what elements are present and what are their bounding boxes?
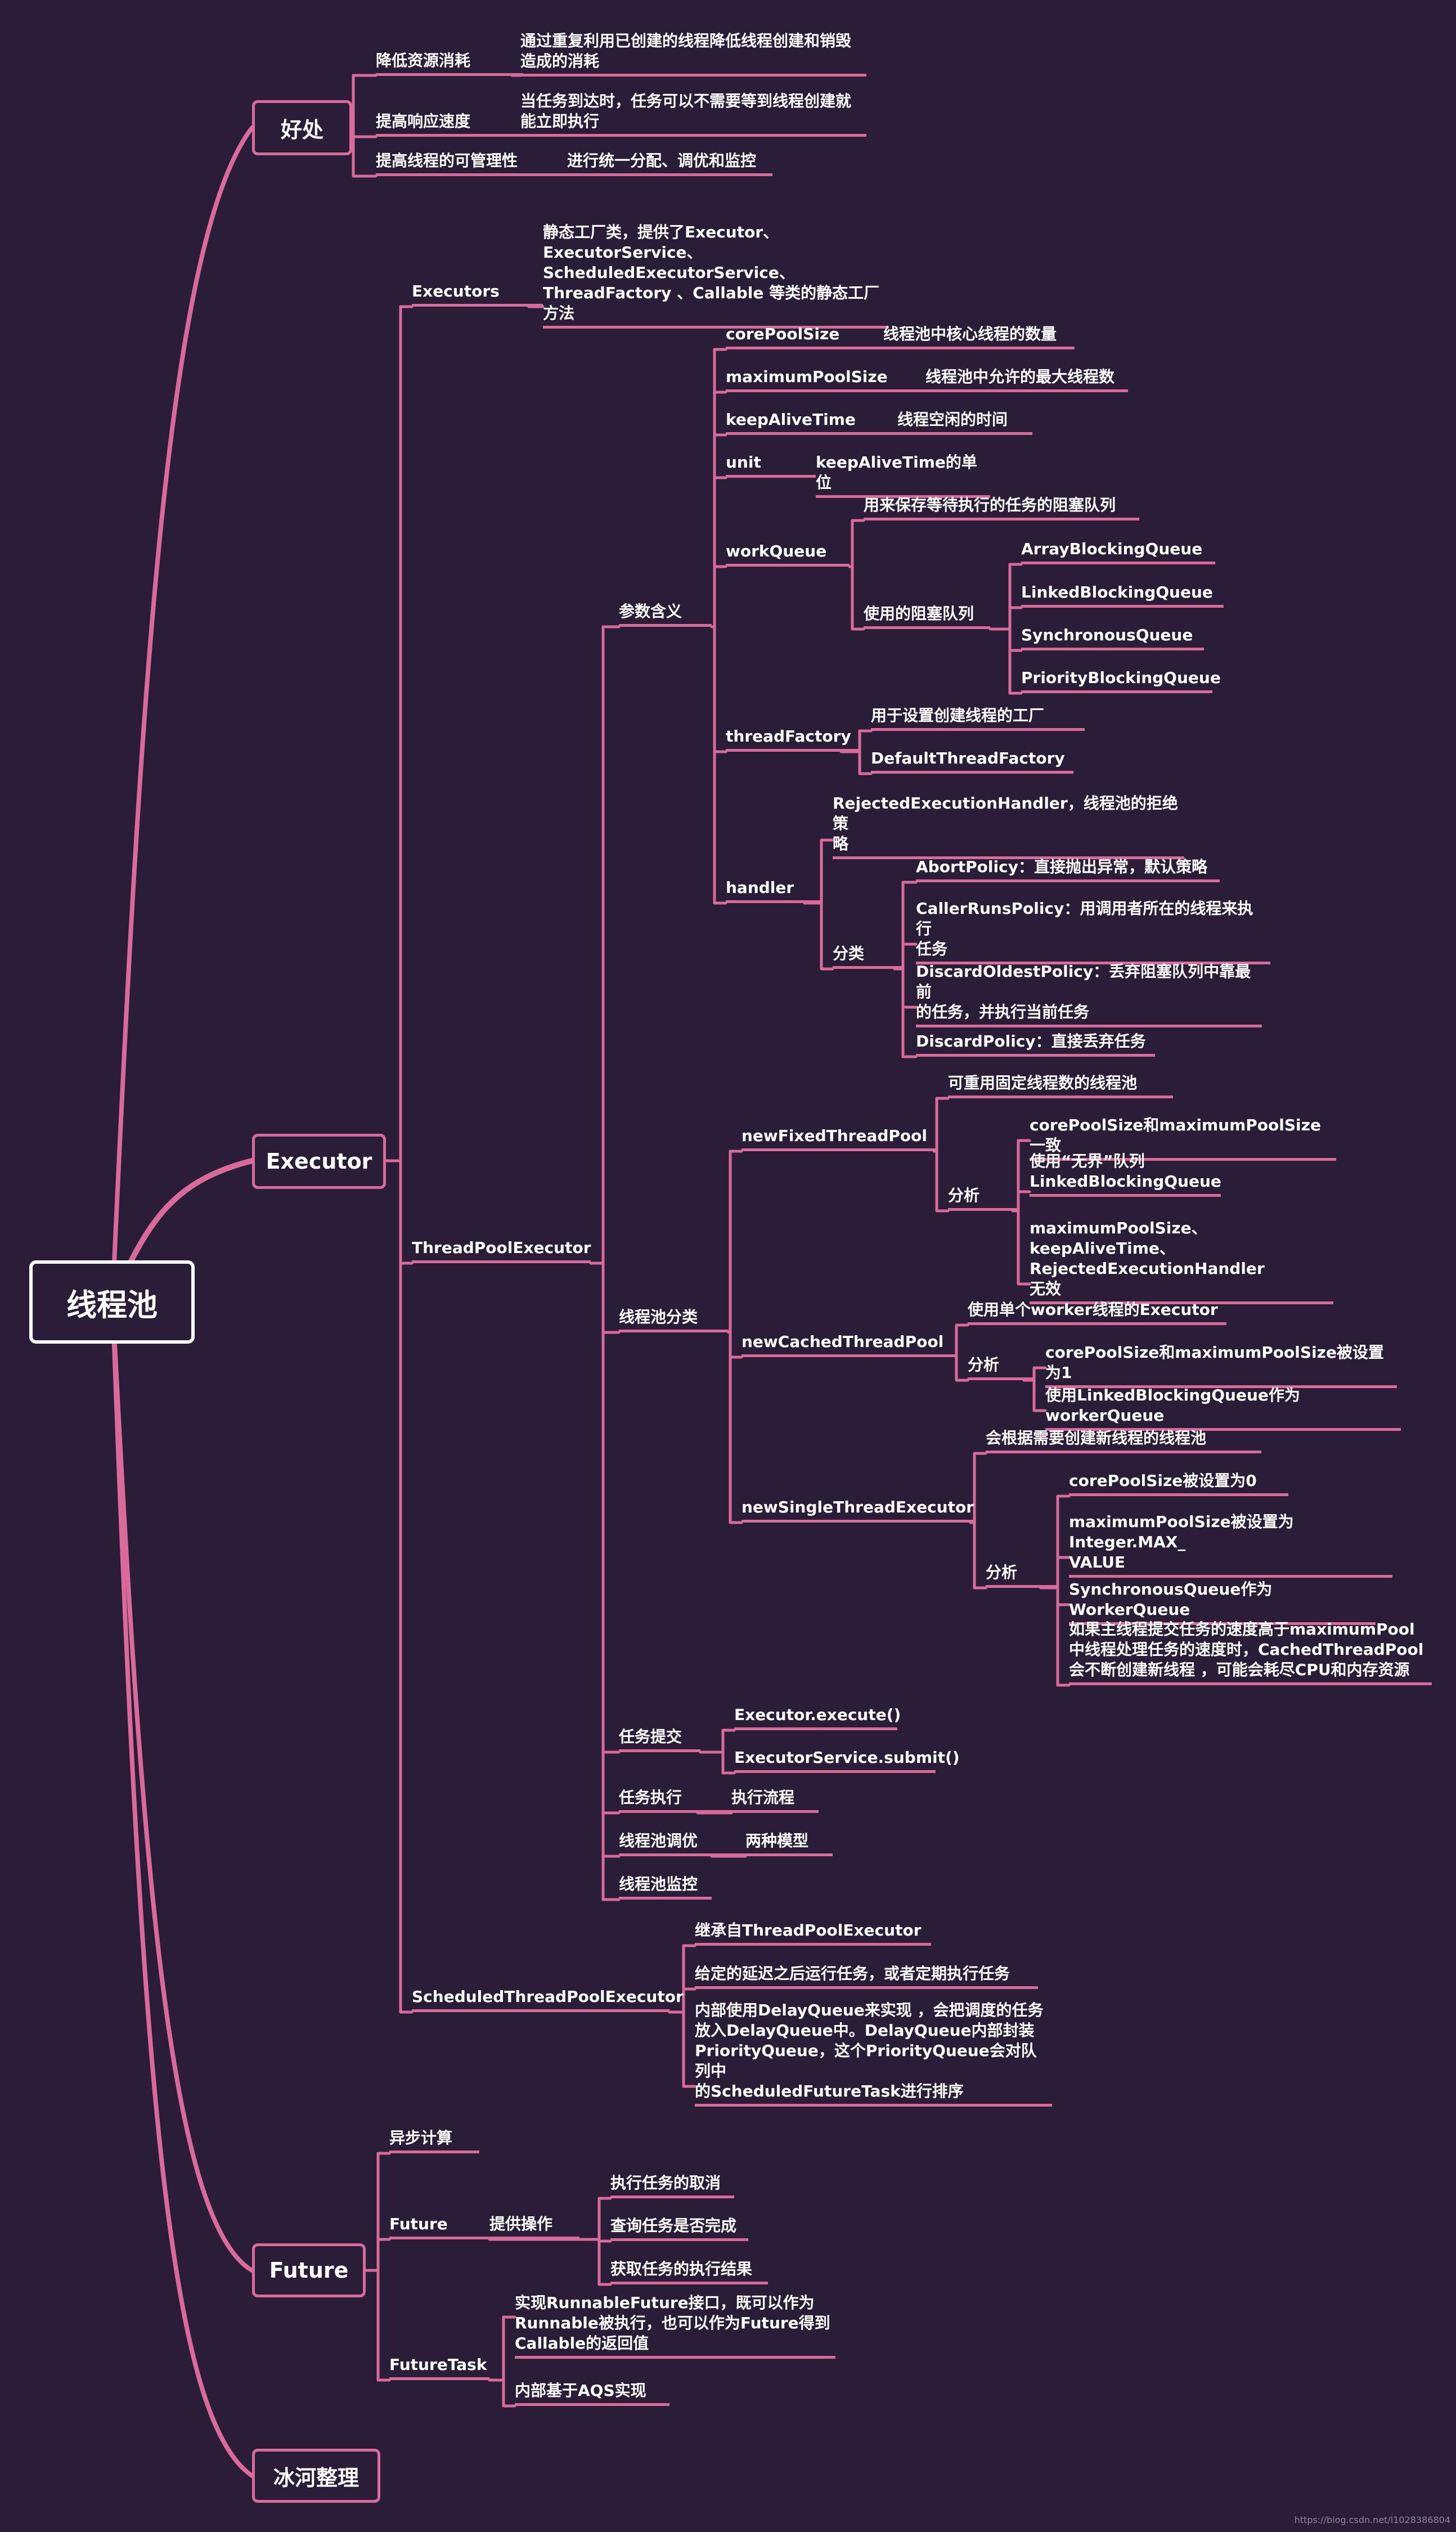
threadfactory-default: DefaultThreadFactory <box>871 748 1073 774</box>
param-keep-desc: 线程空闲的时间 <box>897 410 1032 435</box>
tune-label: 线程池调优 <box>619 1831 745 1856</box>
param-unit: unit <box>726 452 816 478</box>
fixed-item-1: corePoolSize和maximumPoolSize一致 <box>1030 1115 1336 1161</box>
param-keep: keepAliveTime <box>726 410 897 435</box>
tpe-label: ThreadPoolExecutor <box>412 1238 591 1263</box>
executors-desc: 静态工厂类，提供了Executor、 ExecutorService、 Sche… <box>543 222 889 329</box>
param-max-desc: 线程池中允许的最大线程数 <box>925 367 1128 392</box>
branch-benefits: 好处 <box>252 100 352 155</box>
submit-submit: ExecutorService.submit() <box>734 1748 960 1773</box>
fixed-desc: 可重用固定线程数的线程池 <box>948 1073 1173 1098</box>
branch-future: Future <box>252 2243 366 2297</box>
branch-executor: Executor <box>252 1134 386 1189</box>
queue-array: ArrayBlockingQueue <box>1021 539 1215 564</box>
queue-priority: PriorityBlockingQueue <box>1021 668 1221 693</box>
exec-desc: 执行流程 <box>731 1788 819 1813</box>
queue-linked: LinkedBlockingQueue <box>1021 582 1224 608</box>
workqueue-used: 使用的阻塞队列 <box>864 604 990 629</box>
param-unit-desc: keepAliveTime的单位 <box>816 452 990 498</box>
single-label: newSingleThreadExecutor <box>742 1497 974 1523</box>
future-op-get: 获取任务的执行结果 <box>610 2259 768 2284</box>
param-core: corePoolSize <box>726 324 883 349</box>
stpe-label: ScheduledThreadPoolExecutor <box>412 1987 684 2012</box>
cached-desc: 使用单个worker线程的Executor <box>968 1300 1226 1325</box>
benefit-reduce-label: 降低资源消耗 <box>376 51 523 76</box>
monitor-label: 线程池监控 <box>619 1874 712 1900</box>
benefit-speed-desc: 当任务到达时，任务可以不需要等到线程创建就 能立即执行 <box>520 91 866 137</box>
watermark: https://blog.csdn.net/l1028386804 <box>1294 2515 1450 2525</box>
benefit-speed-label: 提高响应速度 <box>376 111 523 137</box>
single-desc: 会根据需要创建新线程的线程池 <box>986 1428 1261 1453</box>
exec-label: 任务执行 <box>619 1788 731 1813</box>
param-workqueue: workQueue <box>726 541 850 567</box>
futuretask-item-1: 实现RunnableFuture接口，既可以作为 Runnable被执行，也可以… <box>515 2293 835 2359</box>
fixed-analysis: 分析 <box>948 1186 1018 1211</box>
policy-discardoldest: DiscardOldestPolicy：丢弃阻塞队列中靠最前 的任务，并执行当前… <box>916 962 1262 1027</box>
future-op-done: 查询任务是否完成 <box>610 2216 748 2241</box>
submit-label: 任务提交 <box>619 1727 700 1752</box>
single-item-4: 如果主线程提交任务的速度高于maximumPool 中线程处理任务的速度时，Ca… <box>1069 1619 1432 1685</box>
submit-execute: Executor.execute() <box>734 1705 901 1730</box>
policy-abort: AbortPolicy：直接抛出异常，默认策略 <box>916 857 1220 882</box>
tune-desc: 两种模型 <box>745 1831 833 1856</box>
policy-callerruns: CallerRunsPolicy：用调用者所在的线程来执行 任务 <box>916 899 1270 964</box>
fixed-item-2: 使用“无界”队列 LinkedBlockingQueue <box>1030 1151 1221 1197</box>
credit-box: 冰河整理 <box>252 2449 380 2503</box>
classification-label: 线程池分类 <box>619 1307 729 1332</box>
policy-discard: DiscardPolicy：直接丢弃任务 <box>916 1031 1155 1057</box>
cached-item-1: corePoolSize和maximumPoolSize被设置为1 <box>1045 1343 1397 1388</box>
param-handler: handler <box>726 878 821 903</box>
root-node: 线程池 <box>29 1260 195 1344</box>
param-threadfactory: threadFactory <box>726 726 860 752</box>
queue-sync: SynchronousQueue <box>1021 625 1204 650</box>
stpe-item-3: 内部使用DelayQueue来实现 ，会把调度的任务 放入DelayQueue中… <box>695 2000 1052 2107</box>
workqueue-desc: 用来保存等待执行的任务的阻塞队列 <box>864 495 1139 520</box>
stpe-item-1: 继承自ThreadPoolExecutor <box>695 1920 931 1946</box>
single-item-2: maximumPoolSize被设置为Integer.MAX_ VALUE <box>1069 1512 1392 1578</box>
params-label: 参数含义 <box>619 601 712 627</box>
future-op-cancel: 执行任务的取消 <box>610 2173 734 2198</box>
single-item-3: SynchronousQueue作为WorkerQueue <box>1069 1579 1376 1625</box>
executors-label: Executors <box>412 281 543 307</box>
future-async: 异步计算 <box>389 2128 479 2153</box>
stpe-item-2: 给定的延迟之后运行任务，或者定期执行任务 <box>695 1964 1038 1989</box>
cached-item-2: 使用LinkedBlockingQueue作为workerQueue <box>1045 1385 1401 1431</box>
future-label: Future <box>389 2214 489 2239</box>
param-core-desc: 线程池中核心线程的数量 <box>883 324 1075 349</box>
benefit-manage-label: 提高线程的可管理性 <box>376 151 567 176</box>
futuretask-label: FutureTask <box>389 2355 489 2380</box>
handler-desc: RejectedExecutionHandler，线程池的拒绝策 略 <box>833 793 1184 859</box>
single-analysis: 分析 <box>986 1563 1058 1588</box>
future-ops: 提供操作 <box>489 2214 579 2239</box>
param-max: maximumPoolSize <box>726 367 925 392</box>
cached-label: newCachedThreadPool <box>742 1332 956 1357</box>
futuretask-item-2: 内部基于AQS实现 <box>515 2381 669 2406</box>
fixed-item-3: maximumPoolSize、keepAliveTime、 RejectedE… <box>1030 1218 1333 1304</box>
fixed-label: newFixedThreadPool <box>742 1126 937 1151</box>
cached-analysis: 分析 <box>968 1355 1034 1380</box>
benefit-manage-desc: 进行统一分配、调优和监控 <box>567 151 772 176</box>
handler-category: 分类 <box>833 944 903 969</box>
single-item-1: corePoolSize被设置为0 <box>1069 1471 1288 1496</box>
benefit-reduce-desc: 通过重复利用已创建的线程降低线程创建和销毁 造成的消耗 <box>520 31 866 77</box>
threadfactory-desc: 用于设置创建线程的工厂 <box>871 706 1085 731</box>
